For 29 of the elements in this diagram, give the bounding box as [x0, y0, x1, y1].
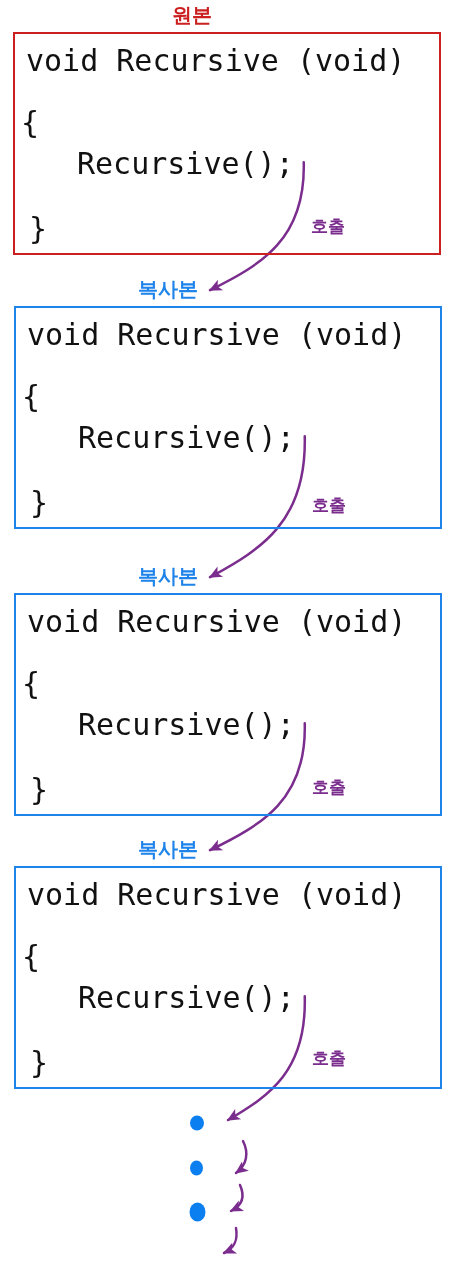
code-line: }: [30, 486, 49, 520]
edge-label: 호출: [309, 216, 346, 236]
code-line: Recursive();: [77, 147, 294, 181]
code-line: Recursive();: [78, 708, 295, 742]
heading: 복사본: [138, 277, 198, 301]
edge-label: 호출: [310, 776, 347, 797]
edge-label: 호출: [310, 1048, 347, 1069]
code-line: void Recursive (void): [27, 605, 407, 639]
arrow: [208, 161, 305, 292]
code-line: Recursive();: [78, 981, 295, 1015]
code-line: {: [22, 940, 41, 974]
heading: 복사본: [138, 564, 198, 588]
code-line: Recursive();: [78, 421, 295, 455]
code-line: {: [22, 667, 41, 701]
ellipsis-dots: [188, 1113, 208, 1223]
edge-label: 호출: [310, 495, 347, 516]
arrow: [208, 722, 306, 852]
heading: 원본: [172, 3, 212, 27]
heading: 복사본: [138, 837, 198, 861]
code-line: }: [30, 773, 49, 807]
code-line: {: [22, 380, 41, 414]
code-line: {: [21, 106, 40, 140]
code-line: }: [29, 212, 48, 246]
arrow: [226, 995, 306, 1122]
code-line: void Recursive (void): [27, 318, 407, 352]
code-line: void Recursive (void): [26, 44, 406, 78]
code-line: void Recursive (void): [27, 878, 407, 912]
arrow: [208, 435, 306, 579]
code-line: }: [30, 1046, 49, 1080]
